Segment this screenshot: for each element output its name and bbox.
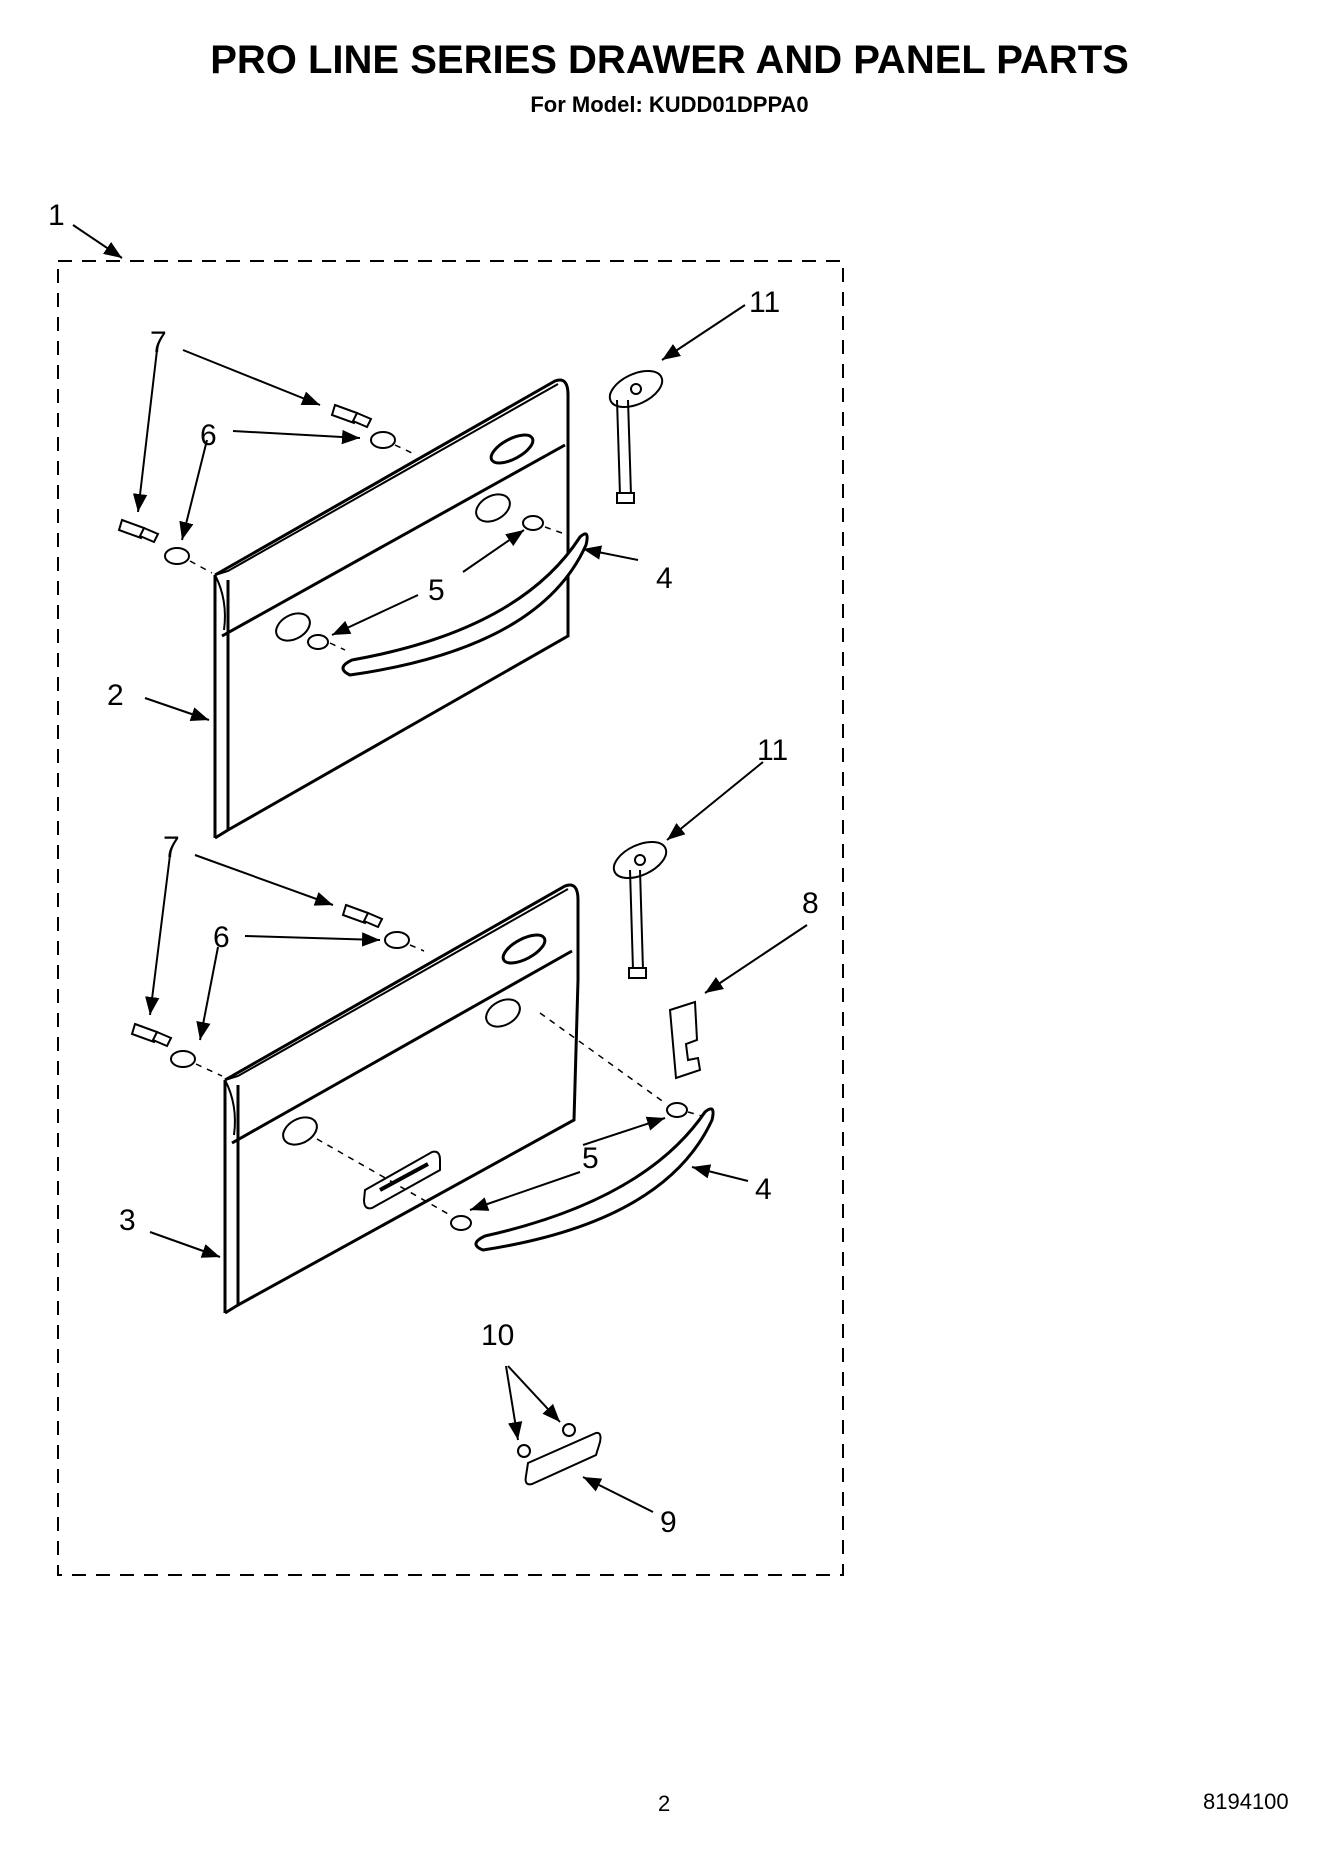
upper-handle-washers	[307, 515, 544, 650]
assembly-boundary	[57, 260, 844, 1576]
upper-control-pad	[608, 369, 664, 504]
callout-6-lower: 6	[213, 921, 230, 954]
callout-11-lower: 11	[757, 734, 788, 767]
callout-6-upper: 6	[200, 419, 217, 452]
callout-8: 8	[802, 887, 819, 920]
lower-screws	[130, 903, 410, 1068]
bracket-part-8	[668, 1000, 702, 1080]
callout-2: 2	[107, 679, 124, 712]
leader-arrows	[72, 224, 808, 1513]
lower-drawer-panel	[223, 883, 580, 1315]
document-number: 8194100	[1203, 1789, 1289, 1814]
nuts-part-10	[517, 1423, 576, 1458]
page-title: PRO LINE SERIES DRAWER AND PANEL PARTS	[210, 38, 1129, 82]
callout-1: 1	[48, 199, 65, 232]
upper-screws	[117, 403, 396, 565]
callout-5-lower: 5	[582, 1142, 599, 1175]
lower-handle-washers	[450, 1102, 688, 1231]
model-subtitle: For Model: KUDD01DPPA0	[530, 92, 809, 117]
callout-9: 9	[660, 1506, 677, 1539]
callout-4-lower: 4	[755, 1173, 772, 1206]
upper-handle	[341, 532, 589, 677]
callout-10: 10	[481, 1319, 514, 1352]
upper-dashed-leaders	[189, 444, 563, 651]
lower-dashed-leaders	[195, 944, 703, 1216]
callout-7-lower: 7	[163, 831, 180, 864]
callout-5-upper: 5	[428, 574, 445, 607]
lower-control-pad	[612, 840, 668, 979]
lower-handle	[474, 1107, 715, 1252]
callout-11-upper: 11	[749, 286, 780, 319]
callout-3: 3	[119, 1204, 136, 1237]
trim-part-9	[524, 1431, 602, 1486]
callout-7-upper: 7	[150, 326, 167, 359]
page-number: 2	[658, 1791, 671, 1816]
callout-4-upper: 4	[656, 562, 673, 595]
